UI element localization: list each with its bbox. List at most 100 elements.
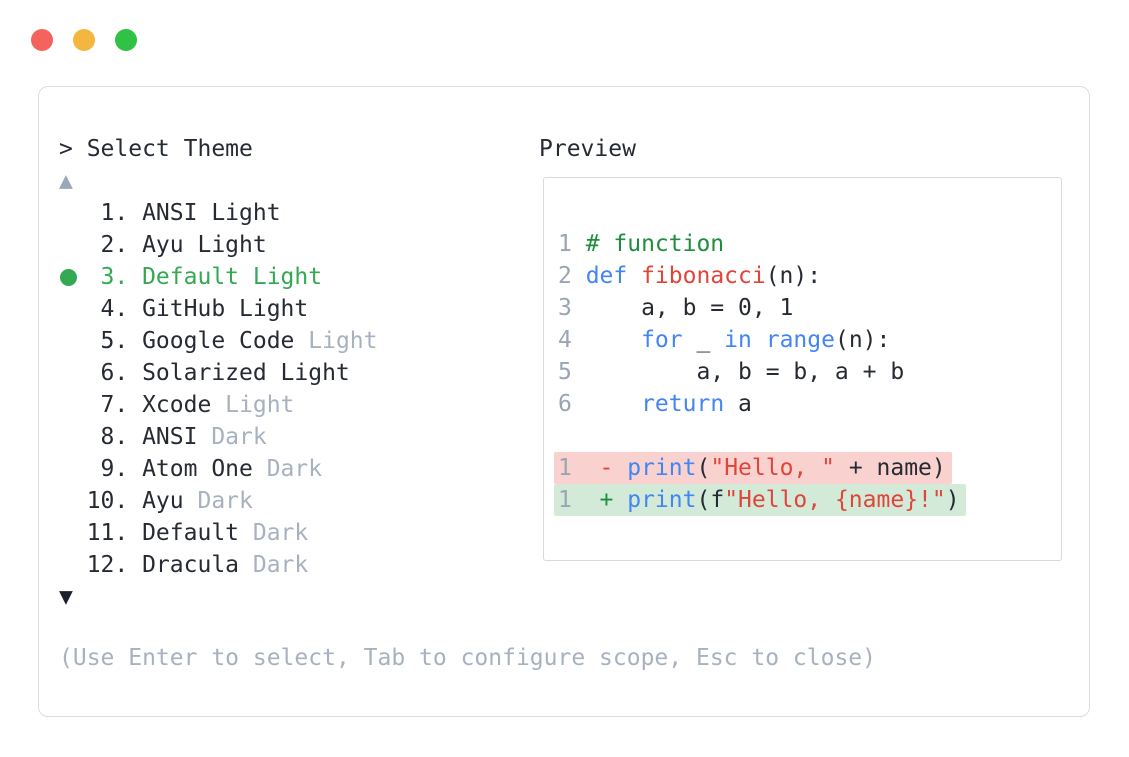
code-line: 1 - print("Hello, " + name) (554, 452, 1061, 484)
theme-list-item[interactable]: 8. ANSI Dark (59, 421, 539, 453)
line-number: 5 (558, 359, 572, 385)
theme-name: Atom One (142, 456, 253, 482)
theme-number: 12. (86, 552, 129, 578)
code-token: - (585, 455, 628, 481)
zoom-button[interactable] (115, 29, 137, 51)
theme-list-item[interactable]: 5. Google Code Light (59, 325, 539, 357)
code-token (586, 391, 641, 417)
theme-number: 11. (86, 520, 129, 546)
theme-variant: Dark (211, 424, 267, 450)
code-token (752, 327, 766, 353)
code-token: "Hello, {name}!" (724, 487, 946, 513)
code-line: 2 def fibonacci(n): (558, 260, 1061, 292)
line-number: 1 (558, 487, 572, 513)
code-line-content: 4 for _ in range(n): (558, 327, 890, 353)
line-number: 3 (558, 295, 572, 321)
theme-name: Dracula (142, 552, 240, 578)
theme-variant: Light (211, 200, 281, 226)
code-line: 4 for _ in range(n): (558, 324, 1061, 356)
code-token: in (724, 327, 752, 353)
code-token: # function (585, 231, 725, 257)
code-token: + name) (834, 455, 946, 481)
theme-variant: Light (225, 392, 295, 418)
theme-picker-prompt: > Select Theme (59, 136, 253, 162)
code-token: a (724, 391, 752, 417)
line-number: 1 (558, 455, 572, 481)
code-token: ) (945, 487, 960, 513)
theme-number: 3. (86, 264, 129, 290)
theme-name: Default (142, 264, 240, 290)
line-number: 2 (558, 263, 572, 289)
theme-name: ANSI (142, 424, 198, 450)
theme-variant: Light (252, 264, 323, 290)
theme-list-item[interactable]: 9. Atom One Dark (59, 453, 539, 485)
code-line-content: 6 return a (558, 391, 752, 417)
code-line-content: 5 a, b = b, a + b (558, 359, 904, 385)
code-line (558, 420, 1061, 452)
scroll-down-indicator[interactable]: ▼ (59, 584, 73, 610)
line-number: 1 (558, 231, 572, 257)
preview-title: Preview (539, 136, 636, 162)
code-token: ( (696, 455, 711, 481)
theme-list-item[interactable]: 11. Default Dark (59, 517, 539, 549)
line-number: 6 (558, 391, 572, 417)
code-token: for (641, 327, 683, 353)
code-line: 6 return a (558, 388, 1061, 420)
theme-name: Google Code (142, 328, 295, 354)
minimize-button[interactable] (73, 29, 95, 51)
theme-variant: Dark (252, 520, 309, 546)
code-token: def (585, 263, 642, 289)
theme-number: 10. (86, 488, 129, 514)
code-token (586, 327, 641, 353)
theme-number: 5. (86, 328, 129, 354)
code-line-content (558, 423, 586, 449)
code-line: 1 # function (558, 228, 1061, 260)
code-token: return (641, 391, 725, 417)
code-token: (n): (765, 263, 822, 289)
close-button[interactable] (31, 29, 53, 51)
theme-name: Ayu (142, 488, 184, 514)
code-token: a, b = b, a + b (585, 359, 905, 385)
theme-variant: Dark (266, 456, 323, 482)
theme-number: 2. (86, 232, 129, 258)
help-text: (Use Enter to select, Tab to configure s… (59, 645, 876, 671)
code-token: + (585, 487, 628, 513)
code-token: fibonacci (641, 263, 766, 289)
code-token: _ (682, 327, 725, 353)
scroll-up-indicator[interactable]: ▲ (59, 168, 73, 194)
theme-variant: Light (308, 328, 378, 354)
theme-number: 9. (86, 456, 129, 482)
theme-number: 6. (86, 360, 129, 386)
theme-number: 1. (86, 200, 129, 226)
theme-variant: Dark (252, 552, 309, 578)
code-line-content: 3 a, b = 0, 1 (558, 295, 793, 321)
code-token: print (627, 487, 697, 513)
code-line: 1 + print(f"Hello, {name}!") (554, 484, 1061, 516)
theme-number: 4. (86, 296, 129, 322)
theme-number: 7. (86, 392, 129, 418)
selected-indicator (59, 261, 87, 293)
theme-list-item[interactable]: 1. ANSI Light (59, 197, 539, 229)
code-line-content: 1 # function (558, 231, 724, 257)
theme-name: Xcode (142, 392, 212, 418)
code-token: (n): (834, 327, 891, 353)
code-line-content: 1 - print("Hello, " + name) (554, 452, 952, 484)
theme-number: 8. (86, 424, 129, 450)
theme-list-item[interactable]: 12. Dracula Dark (59, 549, 539, 581)
theme-list-item[interactable]: 7. Xcode Light (59, 389, 539, 421)
code-token: print (627, 455, 697, 481)
theme-name: GitHub (142, 296, 226, 322)
theme-name: Default (142, 520, 240, 546)
theme-list-item[interactable]: 3. Default Light (59, 261, 539, 293)
code-token: range (765, 327, 835, 353)
theme-name: ANSI (142, 200, 198, 226)
